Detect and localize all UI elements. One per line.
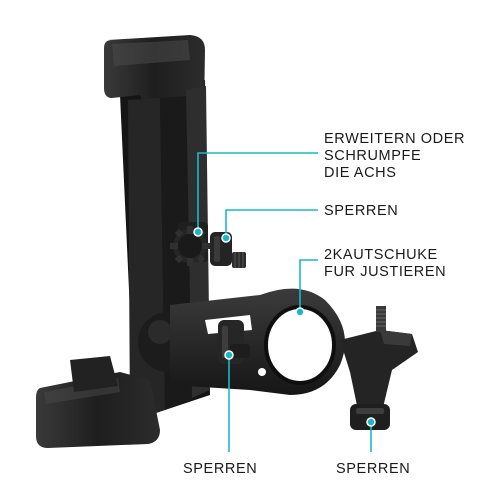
callout-dot-axis xyxy=(193,227,203,237)
callout-text: DIE ACHS xyxy=(324,165,397,181)
callout-dot-lock-bottom-right xyxy=(366,417,376,427)
callout-lines xyxy=(197,152,372,452)
callout-label-lock-top: SPERREN xyxy=(324,203,398,220)
callout-text: FUR JUSTIEREN xyxy=(324,264,447,280)
callout-text: SPERREN xyxy=(336,461,411,477)
callout-dot-rubber xyxy=(295,307,305,317)
callout-text: SPERREN xyxy=(183,461,258,477)
callout-dot-lock-bottom-left xyxy=(224,350,234,360)
callout-text: SCHRUMPFE xyxy=(324,148,422,164)
callout-line-lock-top xyxy=(225,209,318,240)
handlebar-clamp xyxy=(170,288,418,430)
callout-text: ERWEITERN ODER xyxy=(324,131,466,147)
callout-label-lock-bottom-right: SPERREN xyxy=(336,461,410,478)
callout-text: 2KAUTSCHUKE xyxy=(324,247,438,263)
callout-line-axis xyxy=(197,152,318,235)
callout-line-rubber xyxy=(299,259,318,310)
callout-dot-lock-top xyxy=(221,233,231,243)
callout-text: SPERREN xyxy=(324,203,399,219)
callout-dots xyxy=(193,227,376,427)
callout-label-lock-bottom-left: SPERREN xyxy=(183,461,257,478)
callout-label-axis: ERWEITERN ODER SCHRUMPFE DIE ACHS xyxy=(324,131,465,182)
callout-label-rubber: 2KAUTSCHUKE FUR JUSTIEREN xyxy=(324,247,446,281)
